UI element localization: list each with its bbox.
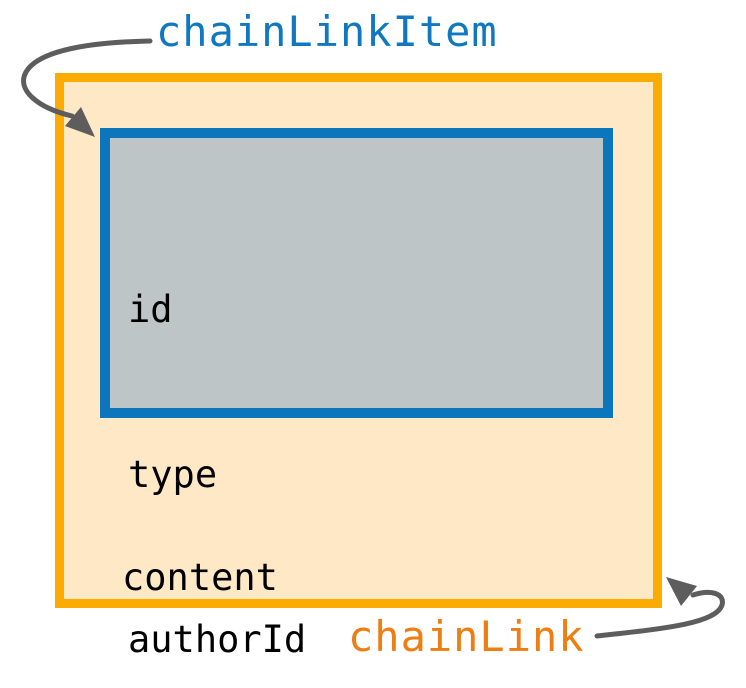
chainlink-label: chainLink bbox=[348, 612, 585, 661]
field-id: id bbox=[128, 288, 173, 331]
outer-box-field-list: content chains_url bbox=[122, 440, 345, 688]
field-authorid: authorId bbox=[128, 618, 307, 661]
chainlinkitem-label: chainLinkItem bbox=[156, 7, 498, 56]
chainlinkitem-inner-box bbox=[100, 128, 613, 418]
field-content: content bbox=[122, 556, 278, 599]
field-type: type bbox=[128, 453, 218, 496]
inner-box-field-list: id type authorId createdAt bbox=[128, 172, 328, 688]
